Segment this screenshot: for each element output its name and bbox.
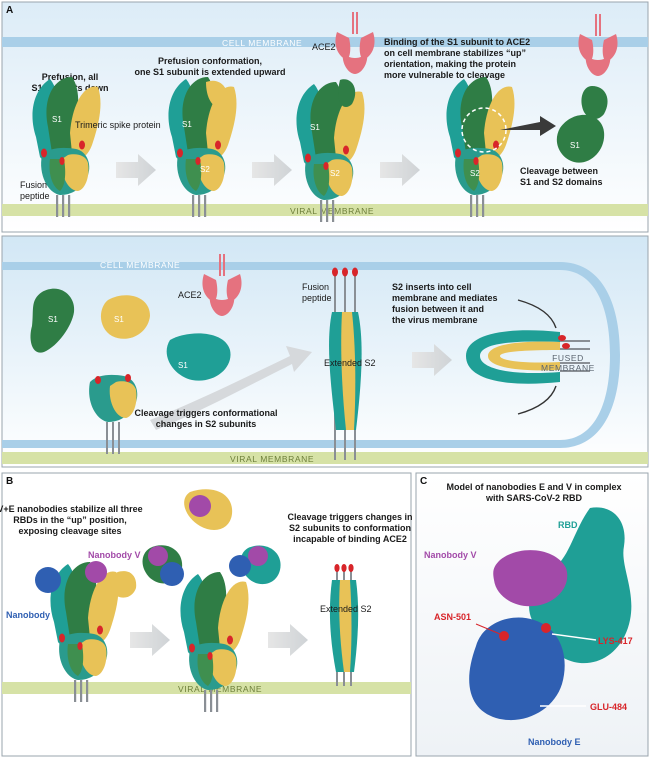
nanobody-e-label-c: Nanobody E <box>528 737 581 747</box>
cell-membrane-band <box>2 37 648 47</box>
panel-a-row2: CELL MEMBRANE VIRAL MEMBRANE S1 S1 S1 AC… <box>1 235 649 468</box>
panel-a-letter: A <box>6 5 13 16</box>
fused-hairpin <box>466 330 590 384</box>
nanobody-v-2 <box>189 495 211 517</box>
lys-417-label: LYS-417 <box>598 636 633 646</box>
s2-trimer <box>89 374 138 454</box>
fused-1: FUSED <box>552 353 584 363</box>
panel-b: B VIRAL MEMBRANE V+E nanobodies stabiliz… <box>0 472 413 757</box>
panel-a: A CELL MEMBRANE VIRAL MEMBRANE Prefusion… <box>1 1 649 233</box>
fused-2: MEMBRANE <box>541 363 595 373</box>
free-s1-head <box>581 86 608 120</box>
cleavage-triggers-1: Cleavage triggers conformational <box>134 408 277 418</box>
cell-membrane-label-2: CELL MEMBRANE <box>100 260 180 270</box>
nanobody-v-label-b: Nanobody V <box>88 550 141 560</box>
inserts-4: the virus membrane <box>392 315 478 325</box>
panel-c-letter: C <box>420 476 427 487</box>
extended-s2-label: Extended S2 <box>324 358 376 368</box>
s1-bound-subunit <box>338 79 356 107</box>
lys-417-marker <box>541 623 551 633</box>
s1-tag-free: S1 <box>570 141 580 150</box>
lys-417-leader <box>551 633 597 641</box>
cleavage-line1: Cleavage between <box>520 166 598 176</box>
fusion-peptide-label-2: peptide <box>20 191 50 201</box>
s2-tag-3: S2 <box>330 169 340 178</box>
s1-tag-2: S1 <box>182 120 192 129</box>
ace2-label-3: ACE2 <box>178 290 202 300</box>
trimeric-label: Trimeric spike protein <box>75 120 161 130</box>
extended-s2 <box>329 267 362 460</box>
panel-b-letter: B <box>6 476 13 487</box>
s1-tag-3: S1 <box>310 123 320 132</box>
cleavage-arrow <box>500 116 556 136</box>
nanobody-v-1 <box>85 561 107 583</box>
stabilize-3: exposing cleavage sites <box>18 526 121 536</box>
nanobody-e-label-b: Nanobody E <box>6 610 59 620</box>
viral-membrane-band <box>2 204 648 216</box>
panel-c: C Model of nanobodies E and V in complex… <box>415 472 649 757</box>
nanobody-v-3 <box>148 546 168 566</box>
s2-tag-2: S2 <box>200 165 210 174</box>
ace2-label-1: ACE2 <box>312 42 336 52</box>
free-s1-teal-label: S1 <box>178 361 188 370</box>
inserts-2: membrane and mediates <box>392 293 498 303</box>
viral-membrane-label: VIRAL MEMBRANE <box>290 206 374 216</box>
rbd-label: RBD <box>558 520 578 530</box>
step2-line2: one S1 subunit is extended upward <box>134 67 285 77</box>
curve-arrow-top <box>517 299 557 329</box>
fusion-peptide-2b: peptide <box>302 293 332 303</box>
step3-line3: orientation, making the protein <box>384 59 516 69</box>
free-s1-yellow <box>100 295 150 339</box>
step3-line1: Binding of the S1 subunit to ACE2 <box>384 37 530 47</box>
nanobody-e-2 <box>160 562 184 586</box>
nanobody-v-label-c: Nanobody V <box>424 550 477 560</box>
triggers-1: Cleavage triggers changes in <box>287 512 412 522</box>
fusion-peptide-2a: Fusion <box>302 282 329 292</box>
viral-membrane-label-2: VIRAL MEMBRANE <box>230 454 314 464</box>
nanobody-e-3 <box>229 555 251 577</box>
curve-arrow-bottom <box>517 385 557 415</box>
nanobody-e-surface <box>469 617 565 721</box>
swoosh-arrow <box>150 346 312 430</box>
free-s1-teal <box>166 333 231 381</box>
step3-line2: on cell membrane stabilizes “up” <box>384 48 526 58</box>
panel-a2-frame <box>1 235 649 468</box>
step3-line4: more vulnerable to cleavage <box>384 70 505 80</box>
nanobody-v-surface <box>493 550 568 607</box>
step1-line1: Prefusion, all <box>42 72 99 82</box>
fusion-peptide-label-1: Fusion <box>20 180 47 190</box>
cleavage-triggers-2: changes in S2 subunits <box>156 419 257 429</box>
extended-s2-label-b: Extended S2 <box>320 604 372 614</box>
rbd-up-b <box>110 571 137 598</box>
panel-c-title-2: with SARS-CoV-2 RBD <box>485 493 583 503</box>
asn-501-marker <box>499 631 509 641</box>
s1-tag-1: S1 <box>52 115 62 124</box>
triggers-3: incapable of binding ACE2 <box>293 534 407 544</box>
rbd-surface <box>529 507 632 664</box>
viral-membrane-band-2 <box>2 452 648 464</box>
free-s1-yellow-label: S1 <box>114 315 124 324</box>
inserts-3: fusion between it and <box>392 304 484 314</box>
free-s1-green-label: S1 <box>48 315 58 324</box>
free-s1-green <box>30 288 75 353</box>
nanobody-e-1 <box>35 567 61 593</box>
panel-c-title-1: Model of nanobodies E and V in complex <box>446 482 621 492</box>
step2-line1: Prefusion conformation, <box>158 56 262 66</box>
cell-membrane-label: CELL MEMBRANE <box>222 38 302 48</box>
glu-484-label: GLU-484 <box>590 702 627 712</box>
extended-s2-b <box>329 564 359 686</box>
asn-501-label: ASN-501 <box>434 612 471 622</box>
viral-membrane-label-3: VIRAL MEMBRANE <box>178 684 262 694</box>
triggers-2: S2 subunits to conformation <box>289 523 411 533</box>
stabilize-1: V+E nanobodies stabilize all three <box>0 504 143 514</box>
stabilize-2: RBDs in the “up” position, <box>13 515 127 525</box>
s2-tag-4: S2 <box>470 169 480 178</box>
asn-501-leader <box>475 623 501 635</box>
cleavage-line2: S1 and S2 domains <box>520 177 603 187</box>
free-s1-body <box>556 114 605 163</box>
inserts-1: S2 inserts into cell <box>392 282 472 292</box>
nanobody-v-4 <box>248 546 268 566</box>
s1-up-subunit <box>206 80 228 108</box>
